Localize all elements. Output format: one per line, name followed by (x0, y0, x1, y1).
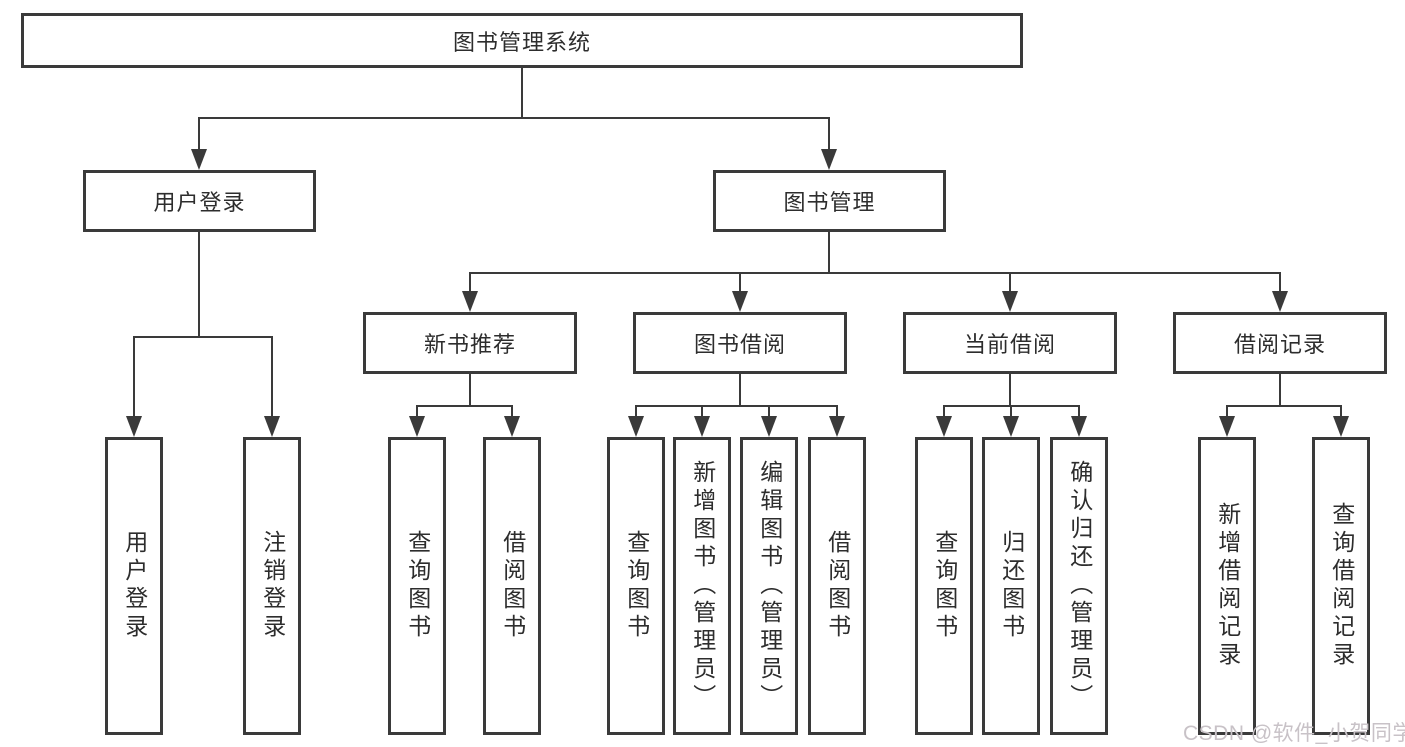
connector-line (511, 405, 513, 419)
node-leaf-query-book-2: 查询图书 (607, 437, 665, 735)
node-book-borrowing: 图书借阅 (633, 312, 847, 374)
node-new-book-recommend: 新书推荐 (363, 312, 577, 374)
node-book-management: 图书管理 (713, 170, 946, 232)
arrow-down-icon (761, 416, 777, 437)
node-leaf-borrow-book-2-label: 借阅图书 (824, 530, 851, 642)
node-leaf-borrow-book-1: 借阅图书 (483, 437, 541, 735)
node-leaf-query-borrow-record-label: 查询借阅记录 (1328, 502, 1355, 670)
arrow-down-icon (1071, 416, 1087, 437)
connector-line (198, 117, 200, 151)
arrow-down-icon (628, 416, 644, 437)
node-leaf-confirm-return-admin-label: 确认归还（管理员） (1066, 460, 1093, 712)
node-leaf-add-borrow-record: 新增借阅记录 (1198, 437, 1256, 735)
node-leaf-edit-book-admin: 编辑图书（管理员） (740, 437, 798, 735)
connector-line (1226, 405, 1228, 419)
connector-line (1279, 272, 1281, 293)
node-leaf-add-book-admin: 新增图书（管理员） (673, 437, 731, 735)
connector-line (1226, 405, 1341, 407)
arrow-down-icon (462, 291, 478, 312)
node-user-login-label: 用户登录 (153, 190, 246, 215)
node-leaf-query-book-1: 查询图书 (388, 437, 446, 735)
connector-line (521, 68, 523, 118)
node-borrowing-records-label: 借阅记录 (1233, 332, 1326, 357)
node-new-book-recommend-label: 新书推荐 (423, 332, 516, 357)
arrow-down-icon (694, 416, 710, 437)
arrow-down-icon (732, 291, 748, 312)
node-leaf-query-book-2-label: 查询图书 (623, 530, 650, 642)
arrow-down-icon (191, 149, 207, 170)
connector-line (469, 374, 471, 406)
node-borrowing-records: 借阅记录 (1173, 312, 1387, 374)
watermark: CSDN @软件_小贺同学 (1183, 722, 1405, 745)
node-leaf-query-book-1-label: 查询图书 (404, 530, 431, 642)
connector-line (133, 336, 273, 338)
arrow-down-icon (409, 416, 425, 437)
node-book-management-label: 图书管理 (783, 190, 876, 215)
connector-line (1279, 374, 1281, 406)
arrow-down-icon (504, 416, 520, 437)
connector-line (469, 272, 1281, 274)
connector-line (1010, 405, 1012, 419)
connector-line (635, 405, 837, 407)
connector-line (836, 405, 838, 419)
node-user-login: 用户登录 (83, 170, 316, 232)
connector-line (1009, 272, 1011, 293)
connector-line (198, 232, 200, 337)
node-current-borrowing: 当前借阅 (903, 312, 1117, 374)
node-leaf-logout: 注销登录 (243, 437, 301, 735)
arrow-down-icon (1003, 416, 1019, 437)
arrow-down-icon (126, 416, 142, 437)
node-current-borrowing-label: 当前借阅 (963, 332, 1056, 357)
node-leaf-add-book-admin-label: 新增图书（管理员） (689, 460, 716, 712)
connector-line (416, 405, 513, 407)
node-leaf-return-book: 归还图书 (982, 437, 1040, 735)
connector-line (198, 117, 830, 119)
connector-line (133, 336, 135, 419)
connector-line (701, 405, 703, 419)
node-leaf-query-book-3-label: 查询图书 (931, 530, 958, 642)
connector-line (1340, 405, 1342, 419)
arrow-down-icon (1272, 291, 1288, 312)
arrow-down-icon (1333, 416, 1349, 437)
node-root-label: 图书管理系统 (452, 29, 591, 55)
arrow-down-icon (1219, 416, 1235, 437)
node-book-borrowing-label: 图书借阅 (693, 332, 786, 357)
node-leaf-query-borrow-record: 查询借阅记录 (1312, 437, 1370, 735)
node-leaf-edit-book-admin-label: 编辑图书（管理员） (756, 460, 783, 712)
arrow-down-icon (821, 149, 837, 170)
node-leaf-borrow-book-1-label: 借阅图书 (499, 530, 526, 642)
node-leaf-add-borrow-record-label: 新增借阅记录 (1214, 502, 1241, 670)
connector-line (1078, 405, 1080, 419)
node-leaf-borrow-book-2: 借阅图书 (808, 437, 866, 735)
node-leaf-confirm-return-admin: 确认归还（管理员） (1050, 437, 1108, 735)
arrow-down-icon (829, 416, 845, 437)
arrow-down-icon (936, 416, 952, 437)
node-leaf-logout-label: 注销登录 (259, 530, 286, 642)
connector-line (739, 272, 741, 293)
connector-line (828, 232, 830, 273)
connector-line (635, 405, 637, 419)
connector-line (1009, 374, 1011, 406)
connector-line (271, 336, 273, 419)
connector-line (828, 117, 830, 151)
node-leaf-user-login: 用户登录 (105, 437, 163, 735)
arrow-down-icon (1002, 291, 1018, 312)
connector-line (768, 405, 770, 419)
node-leaf-return-book-label: 归还图书 (998, 530, 1025, 642)
connector-line (416, 405, 418, 419)
node-root: 图书管理系统 (21, 13, 1023, 68)
connector-line (739, 374, 741, 406)
node-leaf-user-login-label: 用户登录 (121, 530, 148, 642)
connector-line (469, 272, 471, 293)
arrow-down-icon (264, 416, 280, 437)
connector-line (943, 405, 945, 419)
node-leaf-query-book-3: 查询图书 (915, 437, 973, 735)
